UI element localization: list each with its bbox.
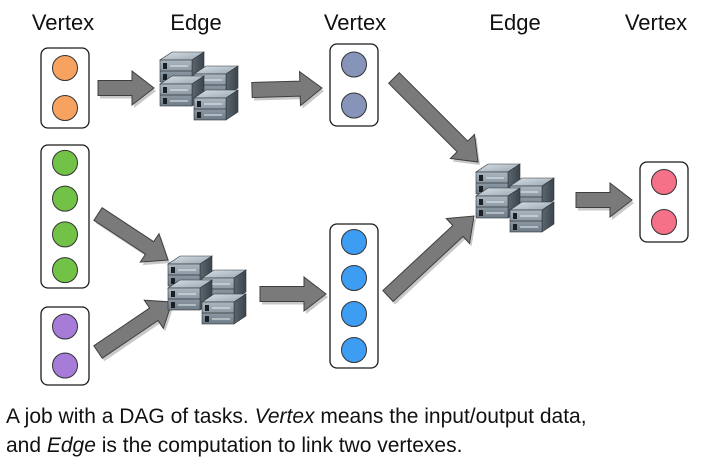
vertex-orange <box>40 47 90 129</box>
data-node <box>651 209 677 235</box>
data-node <box>341 229 367 255</box>
data-node <box>52 352 78 379</box>
caption-line-1: A job with a DAG of tasks. Vertex means … <box>6 405 587 428</box>
header-vertex-3: Vertex <box>624 10 688 35</box>
arrow-green-to-edge <box>93 207 169 263</box>
caption-vertex-term: Vertex <box>254 405 315 428</box>
arrow-purple-to-edge <box>93 299 173 359</box>
data-node <box>341 337 367 363</box>
header-edge-1: Edge <box>170 10 222 35</box>
vertex-red <box>639 161 689 243</box>
data-node <box>341 51 367 78</box>
vertex-slate <box>329 43 379 127</box>
vertex-purple <box>40 306 90 386</box>
vertex-box <box>40 144 90 289</box>
data-node <box>52 257 78 284</box>
data-node <box>341 92 367 119</box>
vertex-blue <box>329 223 379 369</box>
header-vertex-2: Vertex <box>323 10 387 35</box>
server-cluster-icon <box>168 256 246 324</box>
arrow-orange-to-edge <box>97 69 155 107</box>
arrow-blue-to-edge <box>382 215 475 303</box>
data-node <box>52 313 78 340</box>
vertex-green <box>40 144 90 289</box>
arrow-edge-to-blue <box>259 275 327 313</box>
header-vertex-1: Vertex <box>31 10 95 35</box>
header-edge-2: Edge <box>489 10 541 35</box>
arrow-edge-to-red <box>575 181 633 219</box>
data-node <box>52 185 78 212</box>
data-node <box>341 265 367 291</box>
caption-line-2: and Edge is the computation to link two … <box>6 434 463 457</box>
data-node <box>341 301 367 327</box>
caption: A job with a DAG of tasks. Vertex means … <box>6 402 718 460</box>
arrow-edge-to-slate <box>251 70 323 107</box>
vertex-box <box>329 223 379 369</box>
arrow-slate-to-edge <box>387 71 479 163</box>
data-node <box>52 221 78 248</box>
data-node <box>651 169 677 195</box>
server-cluster-icon <box>476 164 554 232</box>
dag-diagram <box>40 43 689 386</box>
data-node <box>52 55 78 81</box>
data-node <box>52 149 78 176</box>
server-cluster-icon <box>160 52 238 120</box>
caption-edge-term: Edge <box>46 434 96 457</box>
data-node <box>52 95 78 121</box>
